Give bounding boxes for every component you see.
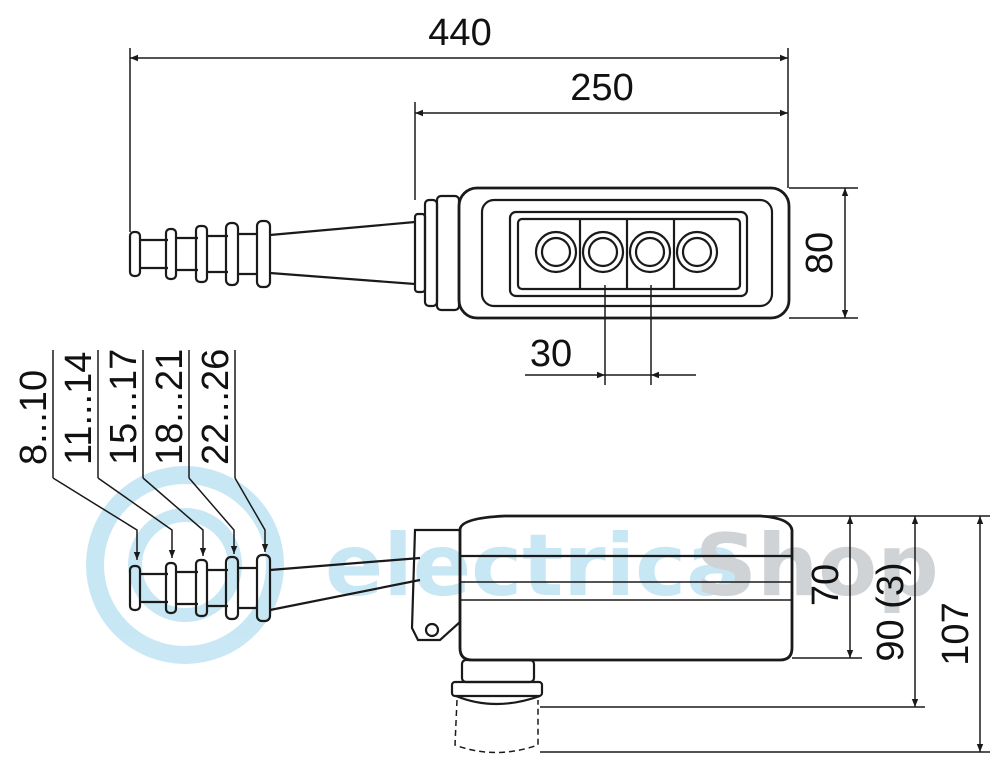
dim-height-with-button: 90 (3): [870, 562, 912, 661]
dimension-80: 80: [789, 187, 858, 319]
dimension-30: 30: [525, 285, 696, 385]
push-buttons: [534, 230, 719, 274]
watermark-brand-electrica: electrica: [325, 516, 744, 616]
dimension-440: 440: [129, 12, 789, 232]
dimension-107: 107: [540, 515, 990, 753]
dim-body-length: 250: [570, 67, 633, 109]
cable-diameter-5: 22...26: [195, 349, 237, 465]
dimension-250: 250: [414, 67, 788, 200]
dim-total-length: 440: [428, 12, 491, 54]
enclosure-top: [457, 186, 791, 320]
watermark-logo-circle: [86, 466, 284, 664]
dim-total-height: 107: [935, 602, 977, 665]
dim-body-height: 70: [805, 564, 847, 606]
dim-body-width: 80: [799, 232, 841, 274]
cable-diameter-4: 18...21: [149, 349, 191, 465]
cable-diameter-2: 11...14: [58, 352, 100, 465]
top-view: 440 250: [128, 12, 858, 385]
side-view: 70 90 (3) 107: [128, 514, 990, 754]
cable-diameter-labels: 8...10 11...14 15...17 18...21 22...26: [13, 349, 269, 560]
cable-diameter-3: 15...17: [103, 349, 145, 465]
watermark-logo-inner: [128, 508, 242, 622]
cable-gland-top: [128, 194, 461, 312]
enclosure-side: [450, 514, 794, 754]
cable-diameter-1: 8...10: [13, 370, 55, 465]
dim-button-pitch: 30: [530, 333, 572, 375]
dimension-70: 70: [760, 515, 935, 659]
dimension-90: 90 (3): [540, 516, 925, 708]
